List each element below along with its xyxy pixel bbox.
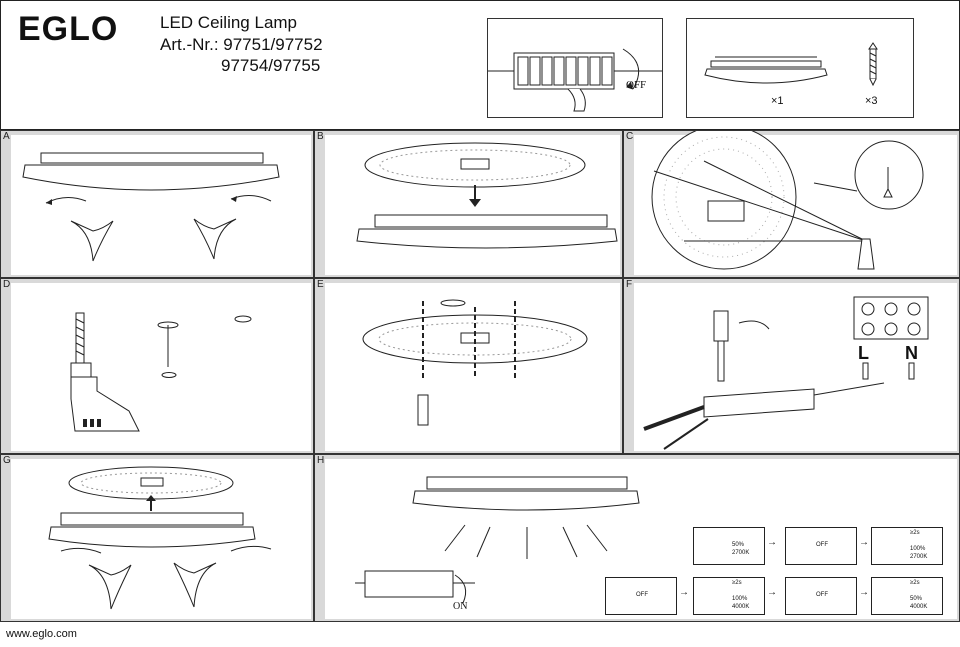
article-numbers-2: 97754/97755 <box>221 56 321 75</box>
panel-e-label: E <box>317 279 324 290</box>
footer-url[interactable]: www.eglo.com <box>6 628 77 640</box>
panel-e: E <box>314 278 623 454</box>
step-1-value: 50% <box>732 542 745 548</box>
step-box-3: ≥2s 100% 2700K <box>871 527 943 565</box>
remove-cover-icon <box>22 152 280 262</box>
step-5-value: 100% <box>732 596 748 602</box>
arrow-3: → <box>679 587 689 598</box>
step-5-hold: ≥2s <box>732 580 742 586</box>
mount-base-icon <box>362 299 588 426</box>
panel-f: F L N <box>623 278 960 454</box>
panel-a-label: A <box>3 131 10 142</box>
lamp-count: ×1 <box>771 95 784 107</box>
step-1-temp: 2700K <box>732 550 750 556</box>
arrow-5: → <box>859 587 869 598</box>
step-7-temp: 4000K <box>910 604 928 610</box>
panel-c-label: C <box>626 131 634 142</box>
drill-icon <box>70 312 252 432</box>
wiring-icon <box>643 296 929 450</box>
arrow-2: → <box>859 537 869 548</box>
panel-b: B <box>314 130 623 278</box>
arrow-1: → <box>767 537 777 548</box>
step-7-hold: ≥2s <box>910 580 920 586</box>
step-4-off: OFF <box>636 592 648 598</box>
step-3-temp: 2700K <box>910 554 928 560</box>
panel-c: C <box>623 130 960 278</box>
panel-b-label: B <box>317 131 324 142</box>
mark-holes-icon <box>651 131 924 270</box>
step-3-value: 100% <box>910 546 926 552</box>
step-2-off: OFF <box>816 542 828 548</box>
product-title: LED Ceiling Lamp <box>160 13 298 32</box>
step-box-1: 50% 2700K <box>693 527 765 565</box>
screw-count: ×3 <box>865 95 878 107</box>
article-numbers: Art.-Nr.: 97751/97752 <box>160 35 323 54</box>
breaker-switch-icon <box>488 48 662 112</box>
base-plate-icon <box>356 142 618 249</box>
neutral-label: N <box>905 343 918 363</box>
panel-h: H ON 50% 2700K → OFF → ≥2s 100% 2700K OF… <box>314 454 960 622</box>
power-off-illustration: OFF <box>487 18 663 118</box>
switch-on-icon <box>355 476 640 604</box>
step-5-temp: 4000K <box>732 604 750 610</box>
step-box-2: OFF <box>785 527 857 565</box>
brand-logo: EGLO <box>18 10 119 48</box>
panel-d-label: D <box>3 279 11 290</box>
panel-a: A <box>0 130 314 278</box>
off-label: OFF <box>626 79 647 91</box>
step-6-off: OFF <box>816 592 828 598</box>
package-contents: ×1 ×3 <box>686 18 914 118</box>
step-box-5: ≥2s 100% 4000K <box>693 577 765 615</box>
arrow-4: → <box>767 587 777 598</box>
lamp-and-screws-icon <box>704 42 878 87</box>
panel-h-label: H <box>317 455 325 466</box>
live-label: L <box>858 343 869 363</box>
step-3-hold: ≥2s <box>910 530 920 536</box>
panel-f-label: F <box>626 279 633 290</box>
step-box-6: OFF <box>785 577 857 615</box>
panel-g: G <box>0 454 314 622</box>
panel-d: D <box>0 278 314 454</box>
step-box-7: ≥2s 50% 4000K <box>871 577 943 615</box>
attach-cover-icon <box>48 466 272 610</box>
on-label: ON <box>453 601 468 612</box>
panel-e-content <box>325 283 620 451</box>
step-7-value: 50% <box>910 596 923 602</box>
step-box-4: OFF <box>605 577 677 615</box>
panel-g-label: G <box>3 455 11 466</box>
panel-d-content <box>11 283 311 451</box>
